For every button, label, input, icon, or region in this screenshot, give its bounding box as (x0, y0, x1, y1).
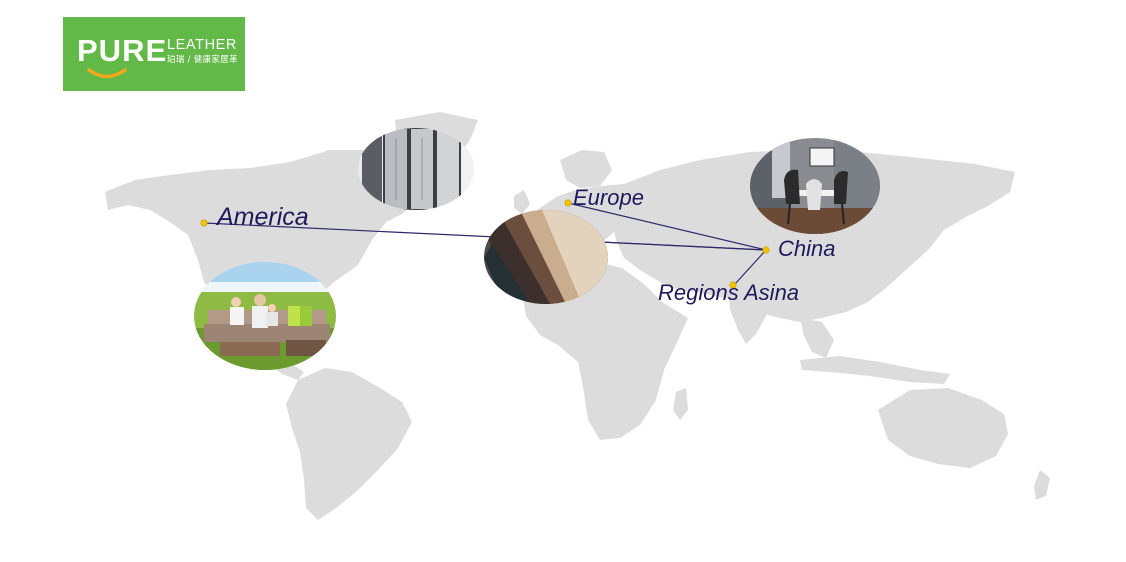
photo-family-sofa (194, 262, 336, 370)
landmass-asia (612, 150, 1015, 322)
dot-asia (729, 281, 737, 289)
location-dots (200, 199, 770, 289)
photo-wardrobe (358, 128, 474, 210)
landmass-india (728, 288, 770, 344)
logo-smile-icon (87, 68, 127, 79)
landmass-south-america (286, 368, 412, 520)
logo-word-leather: LEATHER (167, 37, 238, 53)
wardrobe-illustration (358, 128, 474, 210)
label-europe: Europe (573, 185, 644, 210)
landmass-scandinavia (560, 150, 612, 188)
landmass-north-america (105, 150, 420, 350)
landmass-japan (894, 222, 918, 270)
label-america: America (217, 203, 309, 231)
logo-subtitle: 珀瑞 / 健康家居革 (167, 55, 238, 65)
dot-europe (564, 199, 572, 207)
landmass-madagascar (673, 388, 688, 420)
leather-swatches-illustration (484, 210, 608, 304)
label-regions-asia: Regions Asina (658, 280, 800, 305)
route-europe-china (567, 202, 767, 251)
dot-america (200, 219, 208, 227)
brand-logo: PURE LEATHER 珀瑞 / 健康家居革 (63, 17, 245, 91)
landmass-indonesia (800, 356, 950, 384)
landmass-southeast-asia (800, 318, 834, 358)
dining-room-illustration (750, 138, 880, 234)
photo-dining-room (750, 138, 880, 234)
label-china: China (778, 236, 836, 261)
landmass-britain (514, 190, 530, 214)
landmass-australia (878, 388, 1008, 468)
route-asia-china (734, 249, 767, 285)
logo-word-pure: PURE (77, 33, 168, 68)
family-sofa-illustration (194, 262, 336, 370)
dot-china (762, 246, 770, 254)
photo-leather-swatches (484, 210, 608, 304)
landmass-africa (522, 262, 688, 440)
landmass-new-zealand (1034, 470, 1050, 500)
